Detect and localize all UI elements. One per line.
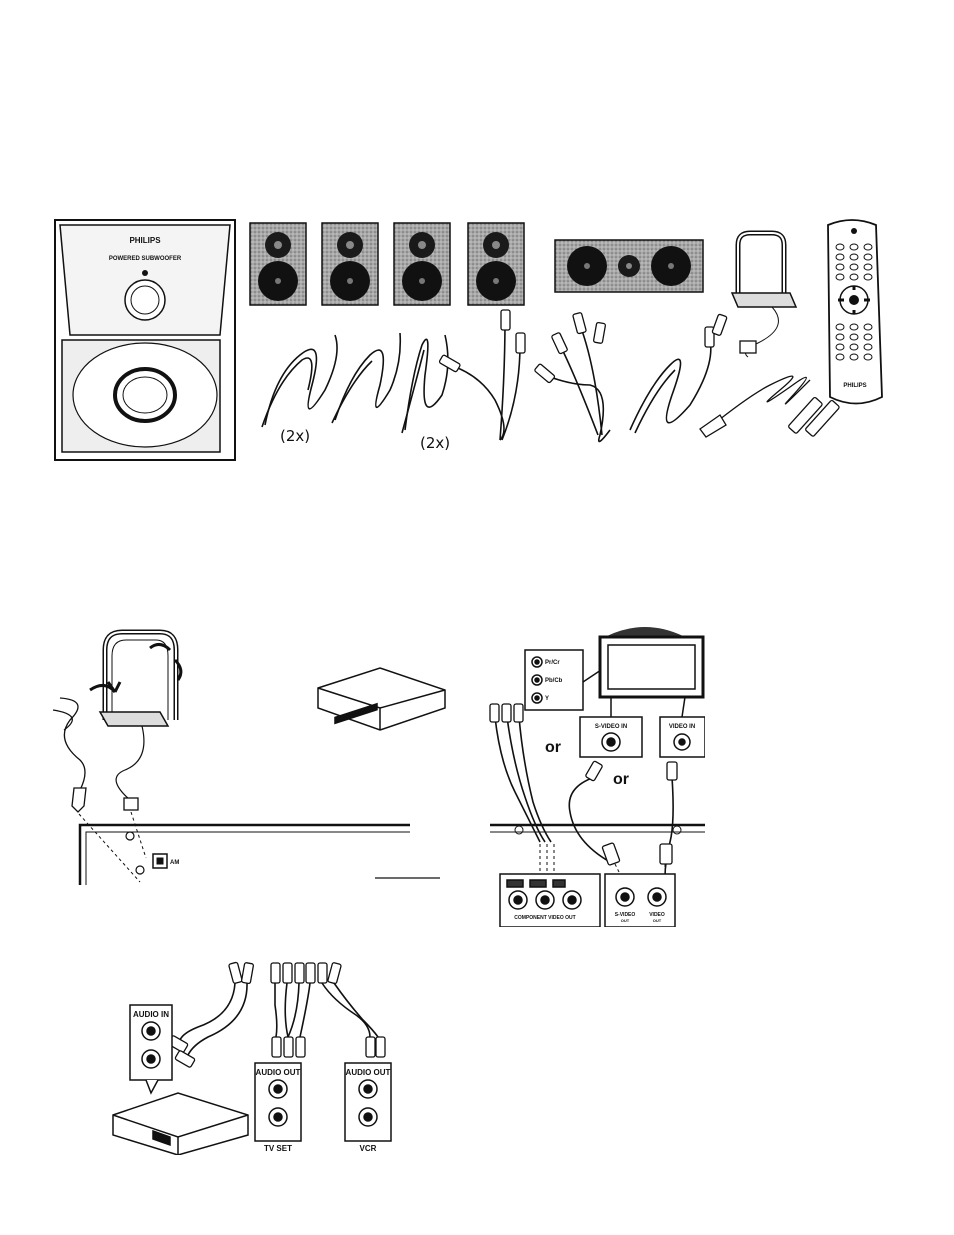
or-label-1: or [545, 739, 561, 756]
component-video-out-label: COMPONENT VIDEO OUT [514, 915, 575, 921]
receiver-illustration [318, 668, 445, 730]
qty-label-speaker-cables: (2x) [280, 427, 310, 445]
tv-input-pr: Pr/Cr [545, 660, 560, 666]
remote-brand: PHILIPS [843, 383, 866, 389]
tv-input-y: Y [545, 696, 549, 702]
subwoofer-caption: POWERED SUBWOOFER [109, 256, 182, 262]
tv-set-label: TV SET [264, 1144, 292, 1153]
rca-plugs [439, 310, 727, 383]
qty-label-rca-cables: (2x) [420, 434, 450, 452]
am-terminal-label: AM [170, 860, 179, 866]
tv-audio-out-label: AUDIO OUT [256, 1068, 301, 1077]
satellite-speakers [250, 223, 524, 305]
antenna-connection-figure: AM [50, 620, 450, 885]
speaker-cables [262, 333, 448, 433]
or-label-2: or [613, 771, 629, 788]
vcr-audio-out-label: AUDIO OUT [346, 1068, 391, 1077]
tv-input-pb: Pb/Cb [545, 678, 563, 684]
svideo-out-sublabel: OUT [621, 918, 630, 923]
tv-set-illustration [600, 627, 703, 697]
am-loop-antenna [732, 233, 796, 357]
audio-connection-figure: AUDIO IN AUDIO OUT TV SET AUDIO OUT VCR [108, 955, 408, 1155]
rca-cables [450, 320, 711, 441]
center-speaker [555, 240, 703, 292]
remote-control: PHILIPS [828, 220, 882, 404]
video-out-sublabel: OUT [653, 918, 662, 923]
subwoofer-illustration: PHILIPS POWERED SUBWOOFER [55, 220, 235, 460]
vcr-label: VCR [360, 1144, 377, 1153]
batteries [788, 397, 840, 437]
audio-in-label: AUDIO IN [133, 1010, 169, 1019]
video-connection-figure: Pr/Cr Pb/Cb Y S-VIDEO IN VIDEO IN or or [485, 612, 705, 927]
accessories-figure: PHILIPS POWERED SUBWOOFER [50, 215, 885, 465]
svideo-in-label: S-VIDEO IN [595, 724, 627, 730]
audio-receiver-illustration [113, 1093, 248, 1155]
video-in-label: VIDEO IN [669, 724, 695, 730]
subwoofer-brand: PHILIPS [129, 236, 161, 245]
